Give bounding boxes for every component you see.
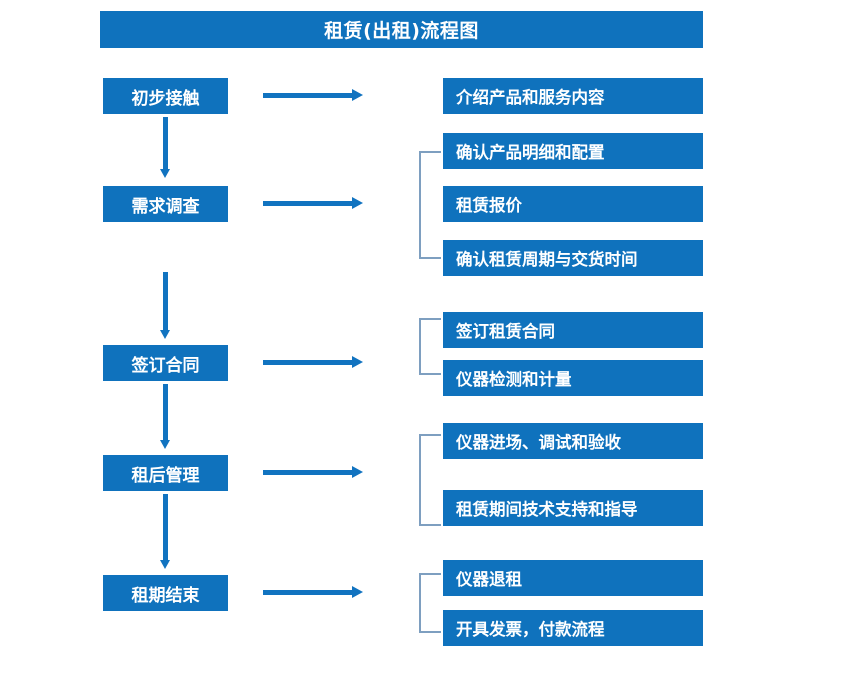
group-bracket-stage-2 (419, 151, 441, 259)
stage-node-initial-contact[interactable]: 初步接触 (103, 78, 228, 114)
detail-node-3-2[interactable]: 仪器检测和计量 (443, 360, 703, 396)
detail-label: 确认租赁周期与交货时间 (456, 250, 638, 269)
detail-label: 确认产品明细和配置 (456, 143, 605, 162)
arrow-head (352, 89, 363, 101)
detail-label: 介绍产品和服务内容 (456, 88, 605, 107)
stage-label: 需求调查 (131, 196, 200, 217)
detail-label: 仪器检测和计量 (456, 370, 572, 389)
arrow-down-stage-4-to-5 (160, 494, 170, 570)
arrow-right-stage-3 (263, 356, 363, 368)
detail-label: 开具发票，付款流程 (456, 620, 605, 639)
detail-node-2-3[interactable]: 确认租赁周期与交货时间 (443, 240, 703, 276)
arrow-down-stage-3-to-4 (160, 384, 170, 450)
arrow-shaft (163, 494, 168, 560)
stage-label: 签订合同 (131, 355, 200, 376)
arrow-head (352, 356, 363, 368)
arrow-shaft (263, 360, 353, 365)
stage-node-post-rental-management[interactable]: 租后管理 (103, 455, 228, 491)
stage-node-demand-survey[interactable]: 需求调查 (103, 186, 228, 222)
arrow-head (352, 466, 363, 478)
arrow-head (160, 169, 170, 178)
arrow-right-stage-4 (263, 466, 363, 478)
arrow-head (160, 560, 170, 569)
detail-node-5-1[interactable]: 仪器退租 (443, 560, 703, 596)
detail-node-3-1[interactable]: 签订租赁合同 (443, 312, 703, 348)
arrow-head (160, 330, 170, 339)
arrow-shaft (163, 384, 168, 440)
detail-label: 租赁报价 (456, 196, 522, 215)
detail-node-4-2[interactable]: 租赁期间技术支持和指导 (443, 490, 703, 526)
detail-label: 租赁期间技术支持和指导 (456, 500, 638, 519)
diagram-title: 租赁(出租)流程图 (324, 20, 479, 42)
stage-label: 租后管理 (131, 465, 200, 486)
detail-node-2-1[interactable]: 确认产品明细和配置 (443, 133, 703, 169)
arrow-right-stage-1 (263, 89, 363, 101)
arrow-head (352, 586, 363, 598)
arrow-down-stage-2-to-3 (160, 272, 170, 340)
arrow-shaft (163, 272, 168, 330)
arrow-right-stage-5 (263, 586, 363, 598)
group-bracket-stage-5 (419, 573, 441, 633)
arrow-shaft (263, 201, 353, 206)
stage-label: 初步接触 (131, 88, 200, 109)
stage-node-sign-contract[interactable]: 签订合同 (103, 345, 228, 381)
detail-node-1-1[interactable]: 介绍产品和服务内容 (443, 78, 703, 114)
stage-label: 租期结束 (131, 585, 200, 606)
arrow-shaft (163, 117, 168, 169)
arrow-head (352, 197, 363, 209)
detail-label: 仪器进场、调试和验收 (456, 433, 621, 452)
arrow-shaft (263, 590, 353, 595)
detail-node-5-2[interactable]: 开具发票，付款流程 (443, 610, 703, 646)
detail-label: 仪器退租 (456, 570, 522, 589)
arrow-down-stage-1-to-2 (160, 117, 170, 179)
arrow-head (160, 440, 170, 449)
diagram-title-banner: 租赁(出租)流程图 (100, 11, 703, 48)
arrow-shaft (263, 93, 353, 98)
group-bracket-stage-4 (419, 434, 441, 526)
stage-node-rental-end[interactable]: 租期结束 (103, 575, 228, 611)
detail-node-4-1[interactable]: 仪器进场、调试和验收 (443, 423, 703, 459)
detail-label: 签订租赁合同 (456, 322, 555, 341)
arrow-right-stage-2 (263, 197, 363, 209)
group-bracket-stage-3 (419, 318, 441, 375)
arrow-shaft (263, 470, 353, 475)
detail-node-2-2[interactable]: 租赁报价 (443, 186, 703, 222)
